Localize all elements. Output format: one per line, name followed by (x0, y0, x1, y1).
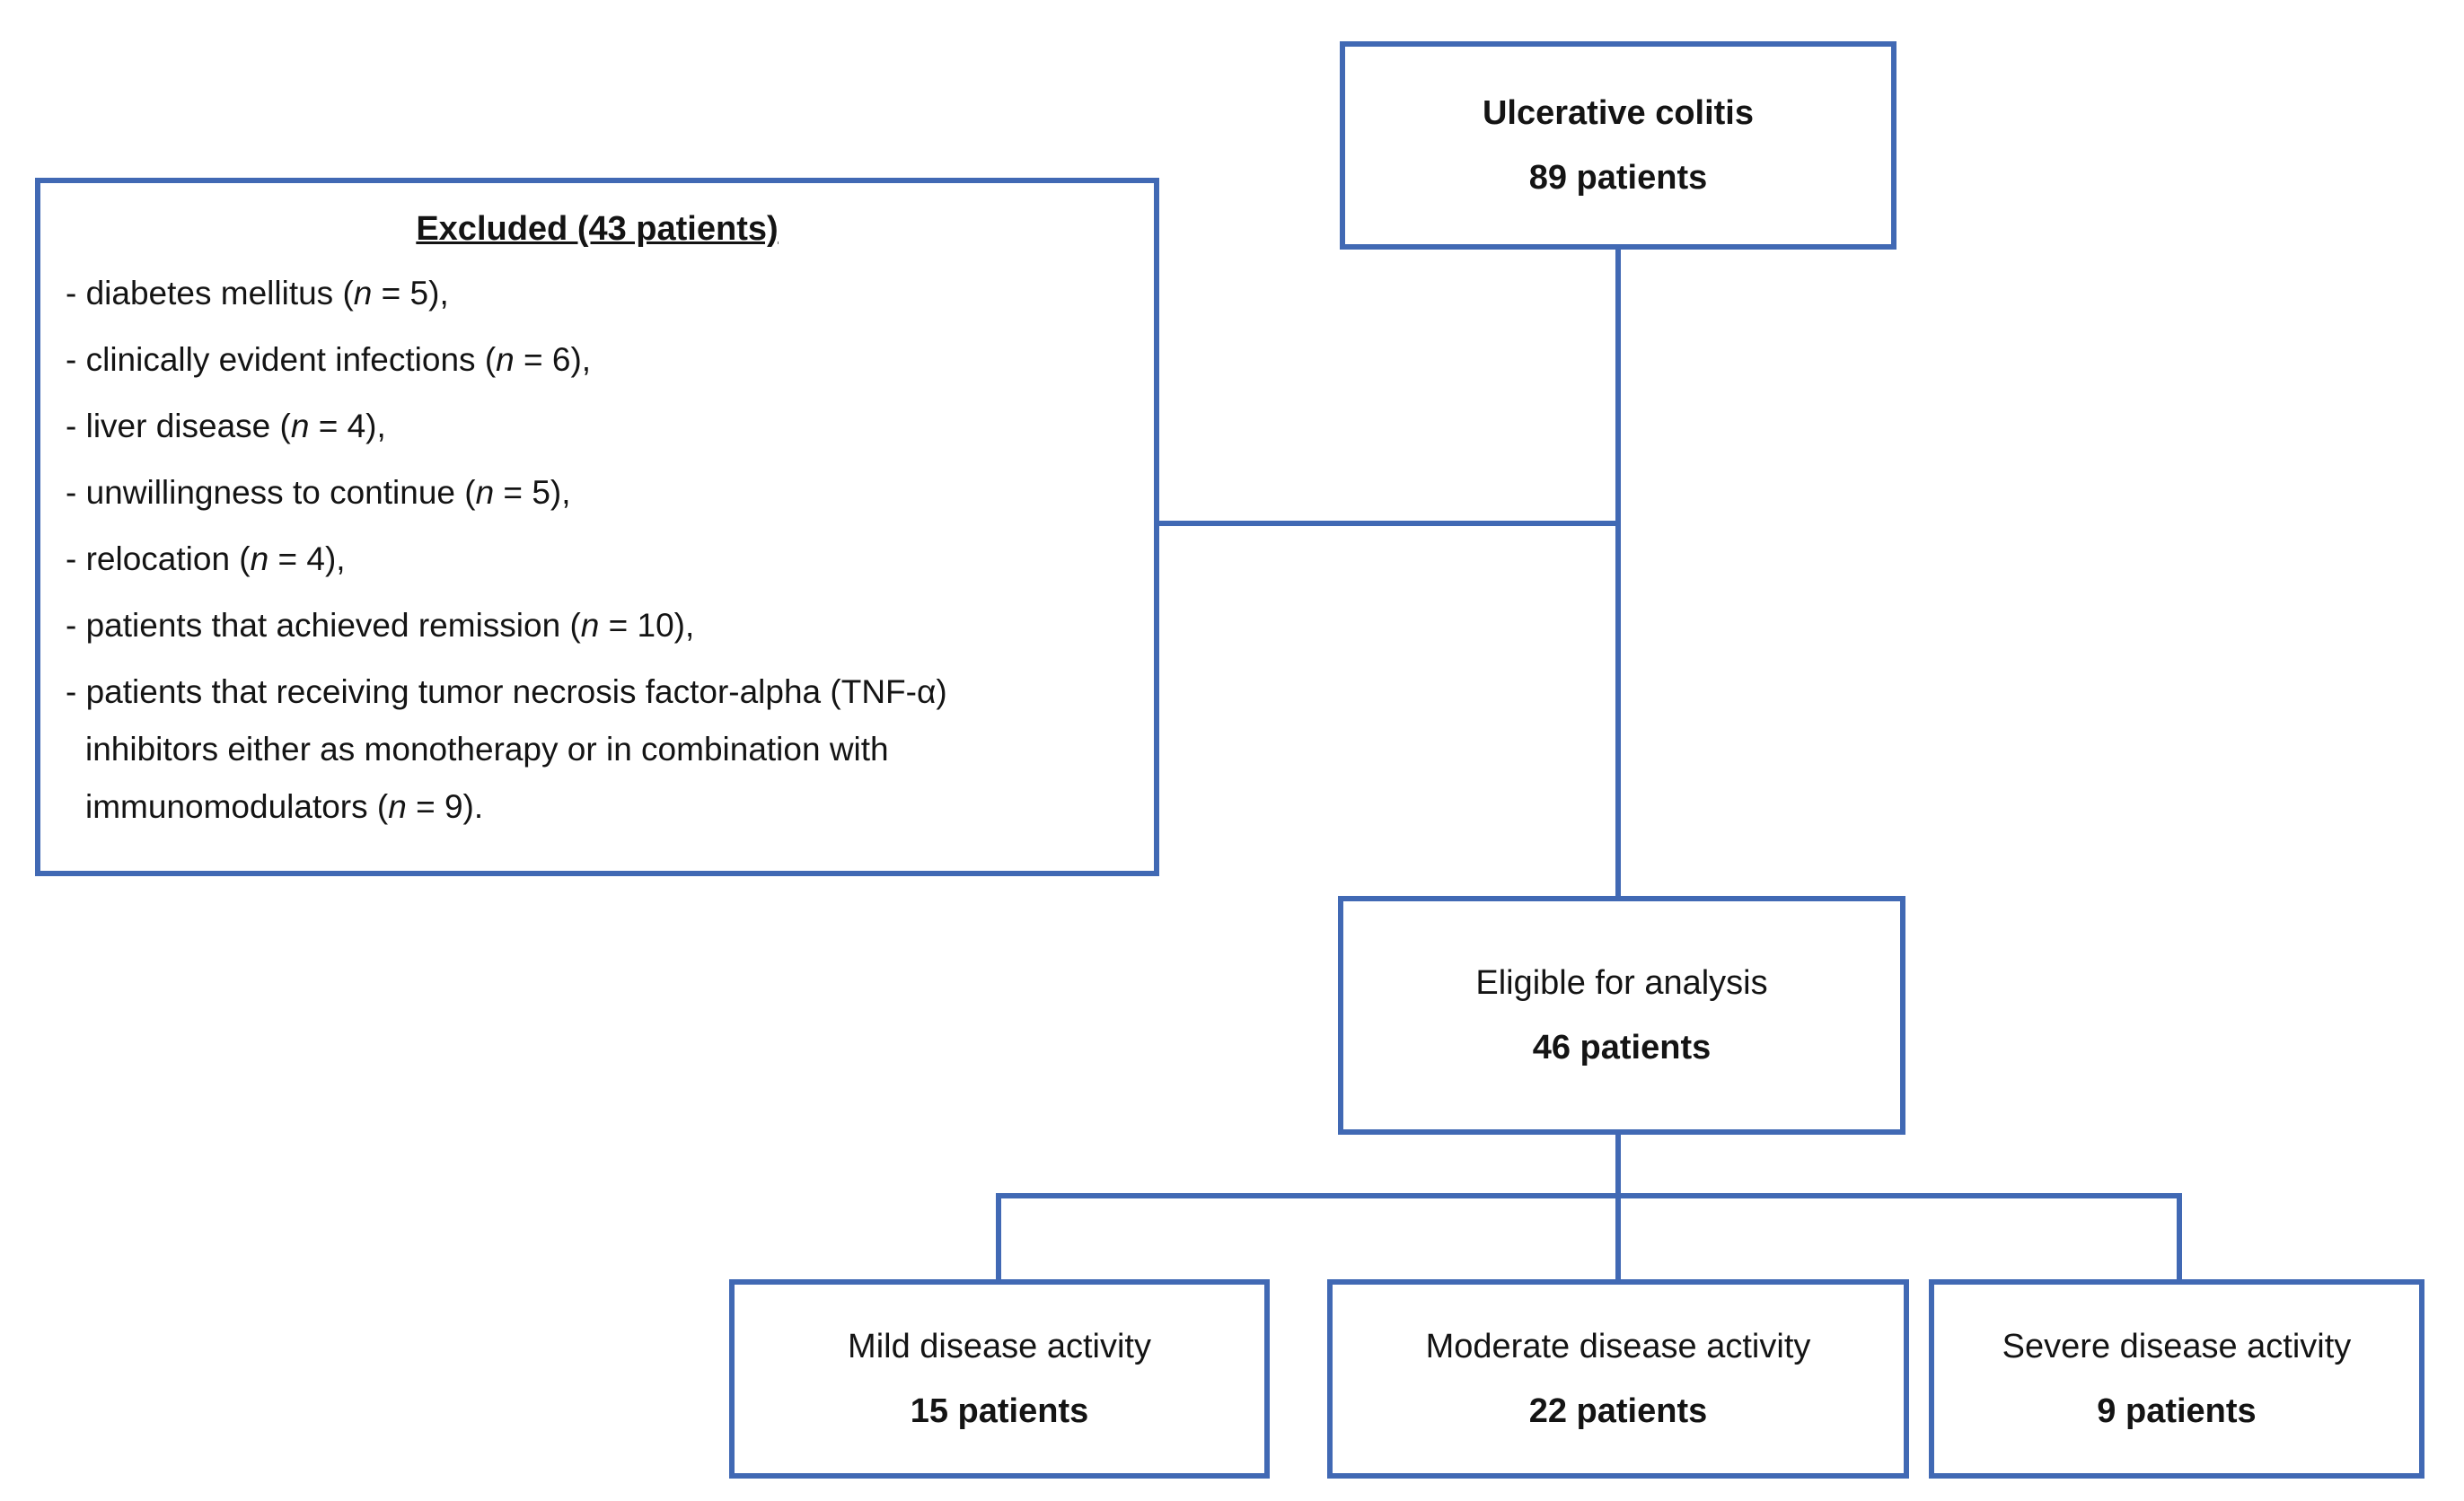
node-count: 46 patients (1532, 1029, 1712, 1066)
node-title: Moderate disease activity (1425, 1328, 1811, 1365)
node-count: 22 patients (1528, 1392, 1708, 1430)
excluded-item: - relocation (n = 4), (66, 540, 346, 577)
excluded-item: - clinically evident infections (n = 6), (66, 341, 592, 378)
excluded-title: Excluded (43 patients) (416, 210, 779, 248)
excluded-item: - liver disease (n = 4), (66, 408, 386, 444)
connector-excluded-branch (1158, 521, 1621, 526)
excluded-list: - diabetes mellitus (n = 5), - clinically… (66, 265, 1129, 836)
node-count: 15 patients (910, 1392, 1089, 1430)
connector-branch-to-severe (2177, 1193, 2182, 1279)
connector-eligible-to-branch (1615, 1135, 1621, 1193)
node-severe-disease-activity: Severe disease activity 9 patients (1929, 1279, 2424, 1479)
connector-branch-horizontal (996, 1193, 2182, 1198)
excluded-item: - patients that receiving tumor necrosis… (66, 673, 947, 710)
node-title: Ulcerative colitis (1482, 94, 1755, 132)
connector-branch-to-mild (996, 1193, 1001, 1279)
excluded-item: - unwillingness to continue (n = 5), (66, 474, 571, 511)
node-title: Mild disease activity (848, 1328, 1151, 1365)
excluded-box: Excluded (43 patients) - diabetes mellit… (35, 178, 1159, 876)
node-moderate-disease-activity: Moderate disease activity 22 patients (1327, 1279, 1909, 1479)
node-title: Severe disease activity (2002, 1328, 2352, 1365)
node-eligible-for-analysis: Eligible for analysis 46 patients (1338, 896, 1905, 1135)
node-count: 9 patients (2097, 1392, 2257, 1430)
excluded-item: immunomodulators (n = 9). (85, 788, 484, 825)
node-title: Eligible for analysis (1475, 964, 1768, 1002)
node-mild-disease-activity: Mild disease activity 15 patients (729, 1279, 1270, 1479)
connector-root-to-eligible (1615, 250, 1621, 896)
excluded-item: - patients that achieved remission (n = … (66, 607, 695, 644)
excluded-item: inhibitors either as monotherapy or in c… (85, 731, 889, 768)
excluded-item: - diabetes mellitus (n = 5), (66, 275, 449, 312)
connector-branch-to-moderate (1615, 1193, 1621, 1279)
node-ulcerative-colitis: Ulcerative colitis 89 patients (1340, 41, 1896, 250)
node-count: 89 patients (1528, 159, 1708, 197)
